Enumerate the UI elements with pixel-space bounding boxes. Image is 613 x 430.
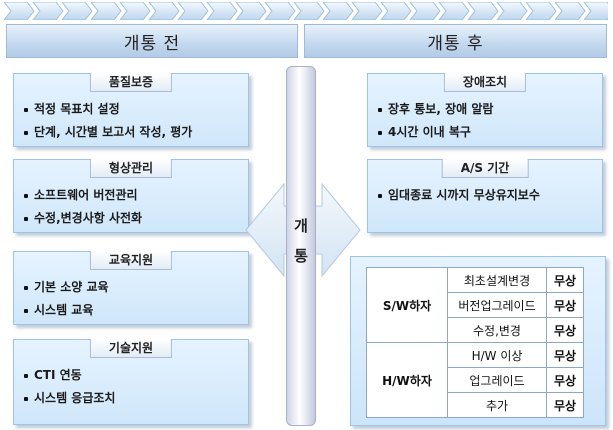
after-opening-header: 개통 후 bbox=[304, 24, 607, 58]
card-configuration-management: 형상관리 소프트웨어 버전관리 수정,변경사항 사전화 bbox=[13, 159, 249, 233]
opening-char-2: 통 bbox=[294, 247, 308, 265]
card-item-list: 기본 소양 교육 시스템 교육 bbox=[24, 276, 109, 322]
bullet-icon bbox=[24, 107, 28, 112]
status-cell: 무상 bbox=[546, 367, 584, 393]
chevron-segment bbox=[351, 2, 383, 20]
status-cell: 무상 bbox=[546, 392, 584, 418]
card-title: 형상관리 bbox=[89, 159, 173, 178]
chevron-segment bbox=[322, 2, 354, 20]
bullet-icon bbox=[378, 130, 382, 135]
table-row: 버전업그레이드 무상 bbox=[367, 292, 584, 318]
table-row: H/W하자 H/W 이상 무상 bbox=[366, 342, 584, 418]
chevron-segment bbox=[32, 2, 64, 20]
card-item-list: CTI 연동 시스템 응급조치 bbox=[24, 364, 115, 410]
chevron-segment bbox=[438, 2, 470, 20]
bullet-icon bbox=[378, 107, 382, 112]
bullet-icon bbox=[24, 396, 28, 401]
before-opening-label: 개통 전 bbox=[123, 33, 181, 54]
item-cell: 업그레이드 bbox=[447, 367, 547, 393]
chevron-segment bbox=[496, 2, 528, 20]
list-item: 단계, 시간별 보고서 작성, 평가 bbox=[24, 121, 192, 144]
list-item: 수정,변경사항 사전화 bbox=[24, 207, 142, 230]
table-row: S/W하자 최초설계변경 무상 bbox=[366, 267, 584, 343]
chevron-segment bbox=[148, 2, 180, 20]
bullet-icon bbox=[24, 285, 28, 290]
card-title: 품질보증 bbox=[89, 73, 173, 92]
after-opening-label: 개통 후 bbox=[427, 33, 484, 54]
item-cell: 수정,변경 bbox=[447, 317, 547, 343]
card-item-list: 장후 통보, 장애 알람 4시간 이내 복구 bbox=[378, 98, 493, 144]
bullet-icon bbox=[378, 193, 382, 198]
status-cell: 무상 bbox=[546, 267, 584, 293]
chevron-segment bbox=[293, 2, 325, 20]
item-cell: 최초설계변경 bbox=[447, 267, 547, 293]
list-item: 적정 목표치 설정 bbox=[24, 98, 192, 121]
before-opening-header: 개통 전 bbox=[6, 24, 298, 58]
opening-divider-bar: 개 통 bbox=[286, 66, 316, 426]
status-cell: 무상 bbox=[546, 317, 584, 343]
chevron-segment bbox=[4, 2, 35, 20]
bullet-icon bbox=[24, 130, 28, 135]
bullet-icon bbox=[24, 216, 28, 221]
card-technical-support: 기술지원 CTI 연동 시스템 응급조치 bbox=[13, 339, 249, 425]
status-cell: 무상 bbox=[546, 292, 584, 318]
chevron-segment bbox=[90, 2, 122, 20]
chevron-segment bbox=[119, 2, 151, 20]
chevron-segment bbox=[264, 2, 296, 20]
chevron-segment bbox=[235, 2, 267, 20]
bullet-icon bbox=[24, 308, 28, 313]
chevron-strip bbox=[4, 2, 608, 20]
chevron-segment bbox=[467, 2, 499, 20]
status-cell: 무상 bbox=[546, 342, 584, 368]
card-item-list: 적정 목표치 설정 단계, 시간별 보고서 작성, 평가 bbox=[24, 98, 192, 144]
chevron-segment bbox=[61, 2, 93, 20]
group-cell-sw: S/W하자 bbox=[366, 267, 448, 343]
chevron-segment bbox=[554, 2, 586, 20]
card-item-list: 소프트웨어 버전관리 수정,변경사항 사전화 bbox=[24, 184, 142, 230]
card-title: 장애조치 bbox=[443, 73, 527, 92]
chevron-segment bbox=[177, 2, 209, 20]
defect-table: S/W하자 최초설계변경 무상 버전업그레이드 무상 수정,변경 무상 H/W하… bbox=[366, 267, 584, 418]
card-as-period: A/S 기간 임대종료 시까지 무상유지보수 bbox=[367, 159, 603, 233]
list-item: 기본 소양 교육 bbox=[24, 276, 109, 299]
chevron-segment bbox=[380, 2, 412, 20]
card-title: 교육지원 bbox=[89, 251, 173, 270]
card-title: A/S 기간 bbox=[441, 159, 529, 178]
bullet-icon bbox=[24, 193, 28, 198]
chevron-segment bbox=[583, 2, 608, 20]
bullet-icon bbox=[24, 373, 28, 378]
opening-char-1: 개 bbox=[294, 217, 308, 235]
list-item: 장후 통보, 장애 알람 bbox=[378, 98, 493, 121]
card-quality-assurance: 품질보증 적정 목표치 설정 단계, 시간별 보고서 작성, 평가 bbox=[13, 73, 249, 147]
group-cell-hw: H/W하자 bbox=[366, 342, 448, 418]
card-fault-handling: 장애조치 장후 통보, 장애 알람 4시간 이내 복구 bbox=[367, 73, 603, 147]
chevron-segment bbox=[206, 2, 238, 20]
item-cell: H/W 이상 bbox=[447, 342, 547, 368]
list-item: 시스템 응급조치 bbox=[24, 387, 115, 410]
card-training-support: 교육지원 기본 소양 교육 시스템 교육 bbox=[13, 251, 249, 325]
table-row: 추가 무상 bbox=[367, 392, 584, 418]
chevron-segment bbox=[525, 2, 557, 20]
item-cell: 버전업그레이드 bbox=[447, 292, 547, 318]
list-item: CTI 연동 bbox=[24, 364, 115, 387]
chevron-segment bbox=[409, 2, 441, 20]
card-item-list: 임대종료 시까지 무상유지보수 bbox=[378, 184, 540, 207]
list-item: 임대종료 시까지 무상유지보수 bbox=[378, 184, 540, 207]
card-title: 기술지원 bbox=[89, 339, 173, 358]
item-cell: 추가 bbox=[447, 392, 547, 418]
list-item: 소프트웨어 버전관리 bbox=[24, 184, 142, 207]
list-item: 4시간 이내 복구 bbox=[378, 121, 493, 144]
list-item: 시스템 교육 bbox=[24, 299, 109, 322]
